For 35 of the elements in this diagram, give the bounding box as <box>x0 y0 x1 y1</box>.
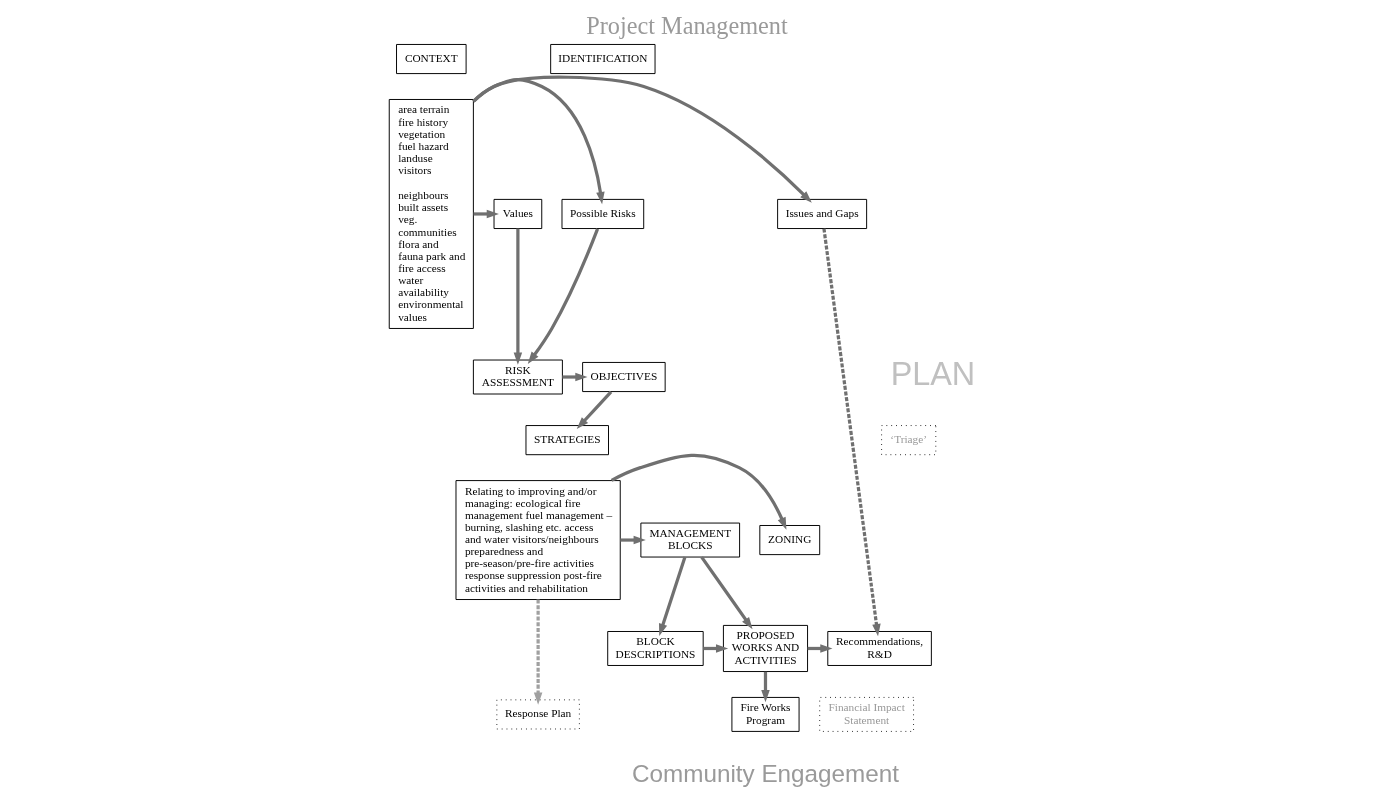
node-box: BLOCK DESCRIPTIONS <box>606 631 704 666</box>
arrow <box>760 671 770 703</box>
node-box: CONTEXT <box>395 43 467 75</box>
arrow <box>821 228 881 637</box>
node-box: ZONING <box>758 525 820 556</box>
arrow <box>561 372 587 382</box>
arrow <box>699 556 753 630</box>
arrow <box>610 453 786 530</box>
node-box: Fire Works Program <box>730 696 800 732</box>
label: PLAN <box>890 356 975 393</box>
node-box: Values <box>493 198 542 229</box>
arrow <box>576 390 612 429</box>
arrow <box>619 535 646 545</box>
node-box: area terrain fire history vegetation fuel hazard landuse visitors neighbours built assets veg. communities flora and fauna park and fire access water availability environmental values <box>388 99 474 329</box>
arrow <box>473 209 499 219</box>
node-box: IDENTIFICATION <box>549 43 656 75</box>
diagram-title: Project Management <box>585 11 788 39</box>
arrow <box>513 228 522 365</box>
node-box: Issues and Gaps <box>776 198 867 229</box>
node-box: RISK ASSESSMENT <box>472 359 563 395</box>
node-box: OBJECTIVES <box>581 361 666 393</box>
arrow <box>533 599 542 705</box>
arrow <box>527 228 599 364</box>
node-box: Possible Risks <box>561 198 644 229</box>
node-box: Relating to improving and/or managing: ecological fire management fuel management – burning, slashing etc. access and water visitors/neighbours preparedness and pre-season/pre-fire activities response suppression post-fire activities and rehabilitation <box>455 480 621 600</box>
arrow <box>658 556 686 636</box>
node-box: ‘Triage’ <box>880 425 936 456</box>
node-box: MANAGEMENT BLOCKS <box>639 522 740 558</box>
node-box: Recommendations, R&D <box>826 631 932 666</box>
node-box: Financial Impact Statement <box>818 696 914 732</box>
caption: Community Engagement <box>631 759 899 787</box>
node-box: PROPOSED WORKS AND ACTIVITIES <box>722 624 808 673</box>
arrow <box>471 75 812 203</box>
node-box: Response Plan <box>495 699 580 730</box>
node-box: STRATEGIES <box>525 425 609 456</box>
